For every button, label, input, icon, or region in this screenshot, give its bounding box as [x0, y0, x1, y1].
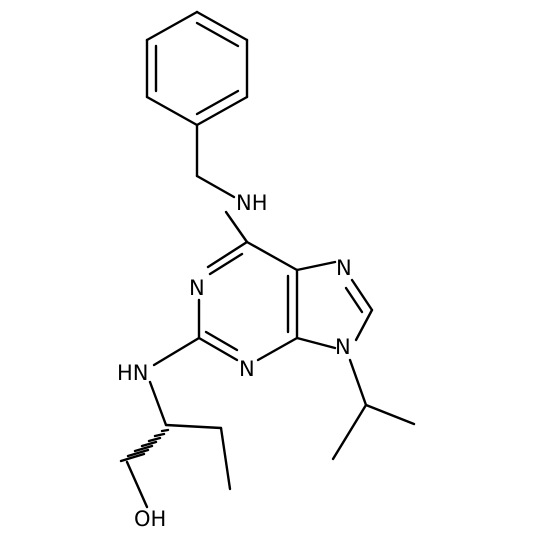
bond — [125, 460, 149, 509]
bond — [348, 358, 368, 407]
atom-label-nh-benzylamino: NH — [236, 191, 268, 215]
bond — [331, 403, 368, 461]
double-bond-inner — [204, 330, 239, 352]
bond — [295, 336, 337, 350]
bond — [195, 10, 249, 42]
bond — [295, 260, 337, 272]
bond — [256, 336, 299, 362]
atom-label-nh-amino: HN — [117, 361, 149, 385]
atom-label-n7: N — [336, 256, 352, 280]
double-bond-inner — [195, 21, 240, 48]
double-bond-inner — [344, 286, 364, 314]
bond — [195, 95, 249, 127]
bond — [354, 308, 374, 342]
atom-label-n1: N — [189, 276, 205, 300]
bond — [364, 403, 416, 426]
bond — [195, 174, 236, 199]
pyrimidine-ring — [197, 240, 299, 362]
bond — [206, 240, 249, 269]
bond — [224, 210, 249, 244]
imidazole-ring — [295, 260, 374, 350]
bond — [245, 240, 299, 272]
atom-label-hydroxyl: OH — [134, 507, 166, 531]
atom-label-n3: N — [239, 357, 255, 381]
bond — [350, 278, 374, 312]
bond — [148, 380, 168, 427]
bond — [219, 426, 232, 491]
bond — [197, 336, 239, 362]
bond — [152, 336, 201, 367]
benzene-ring — [145, 10, 249, 127]
bond — [145, 10, 199, 42]
double-bond-inner — [195, 89, 240, 116]
atom-label-n9: N — [335, 335, 351, 359]
bond — [145, 95, 199, 127]
double-bond-inner — [208, 252, 244, 276]
hashed-wedge-bond — [119, 428, 170, 463]
bond — [164, 423, 223, 430]
